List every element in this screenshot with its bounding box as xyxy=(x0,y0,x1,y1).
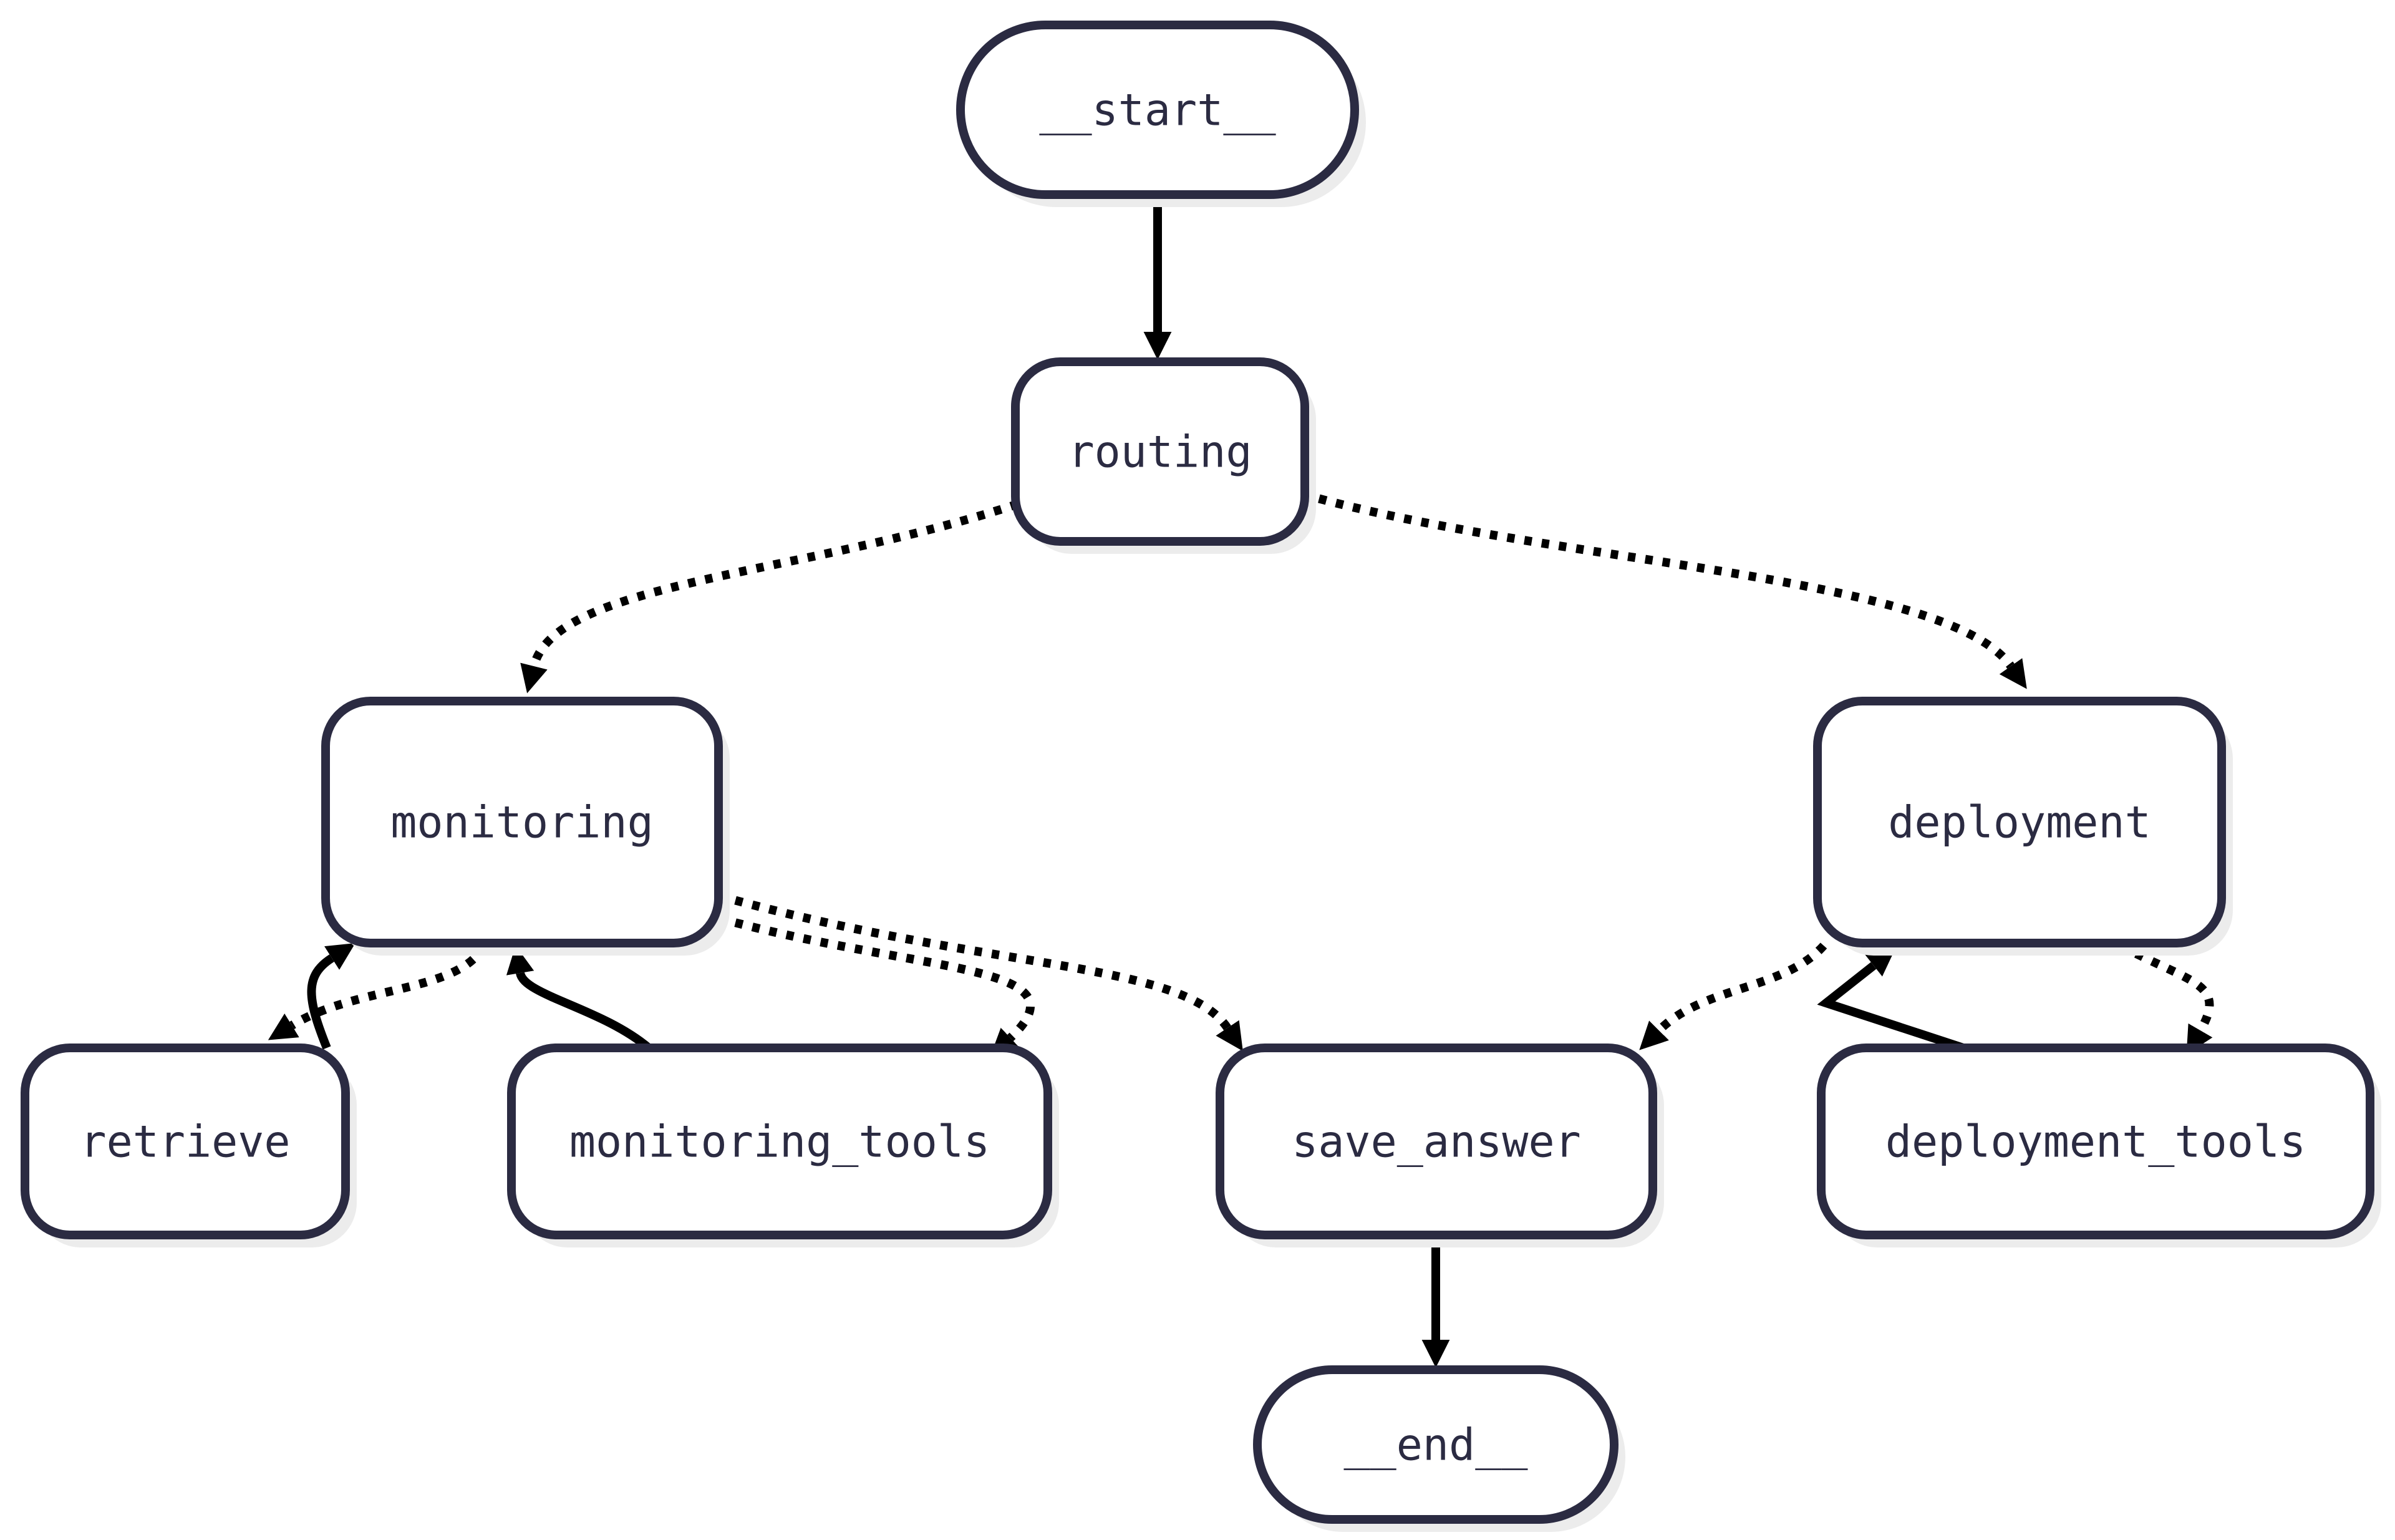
node-monitoring_tools: monitoring_tools xyxy=(507,1044,1059,1247)
edge-monitoring-save_answer xyxy=(717,891,1243,1052)
node-box-deployment_tools xyxy=(1817,1044,2374,1239)
node-box-__start__ xyxy=(956,21,1359,199)
node-label-monitoring_tools: monitoring_tools xyxy=(569,1116,990,1168)
node-box-deployment xyxy=(1813,697,2226,947)
edge-retrieve-monitoring xyxy=(307,942,356,1050)
node-box-__end__ xyxy=(1253,1365,1618,1524)
node-box-monitoring_tools xyxy=(507,1044,1052,1239)
node-box-retrieve xyxy=(21,1044,350,1239)
edge-monitoring_tools-monitoring xyxy=(506,945,652,1052)
node-box-save_answer xyxy=(1216,1044,1657,1239)
node-box-monitoring xyxy=(321,697,723,947)
node-label-__end__: __end__ xyxy=(1343,1420,1528,1471)
edge-monitoring-monitoring_tools xyxy=(717,914,1035,1057)
node-__end__: __end__ xyxy=(1253,1365,1625,1532)
edge-deployment_tools-deployment xyxy=(1817,948,1973,1055)
node-deployment_tools: deployment_tools xyxy=(1817,1044,2381,1247)
node-__start__: __start__ xyxy=(956,21,1366,207)
node-label-save_answer: save_answer xyxy=(1292,1116,1581,1168)
node-layer: __start__routing monitoring deployment retr… xyxy=(21,21,2381,1532)
edge-deployment-save_answer xyxy=(1639,942,1827,1050)
node-label-__start__: __start__ xyxy=(1039,85,1276,136)
node-label-deployment_tools: deployment_tools xyxy=(1885,1116,2306,1168)
node-label-retrieve: retrieve xyxy=(80,1116,290,1168)
node-label-routing: routing xyxy=(1068,427,1252,478)
node-label-deployment: deployment xyxy=(1888,797,2151,848)
node-box-routing xyxy=(1011,357,1309,546)
node-label-monitoring: monitoring xyxy=(390,797,653,848)
edge-monitoring-retrieve xyxy=(268,943,488,1040)
node-routing: routing xyxy=(1011,357,1316,554)
node-save_answer: save_answer xyxy=(1216,1044,1664,1247)
node-monitoring: monitoring xyxy=(321,697,730,956)
node-retrieve: retrieve xyxy=(21,1044,357,1247)
node-deployment: deployment xyxy=(1813,697,2233,956)
edge-layer xyxy=(268,197,2214,1368)
